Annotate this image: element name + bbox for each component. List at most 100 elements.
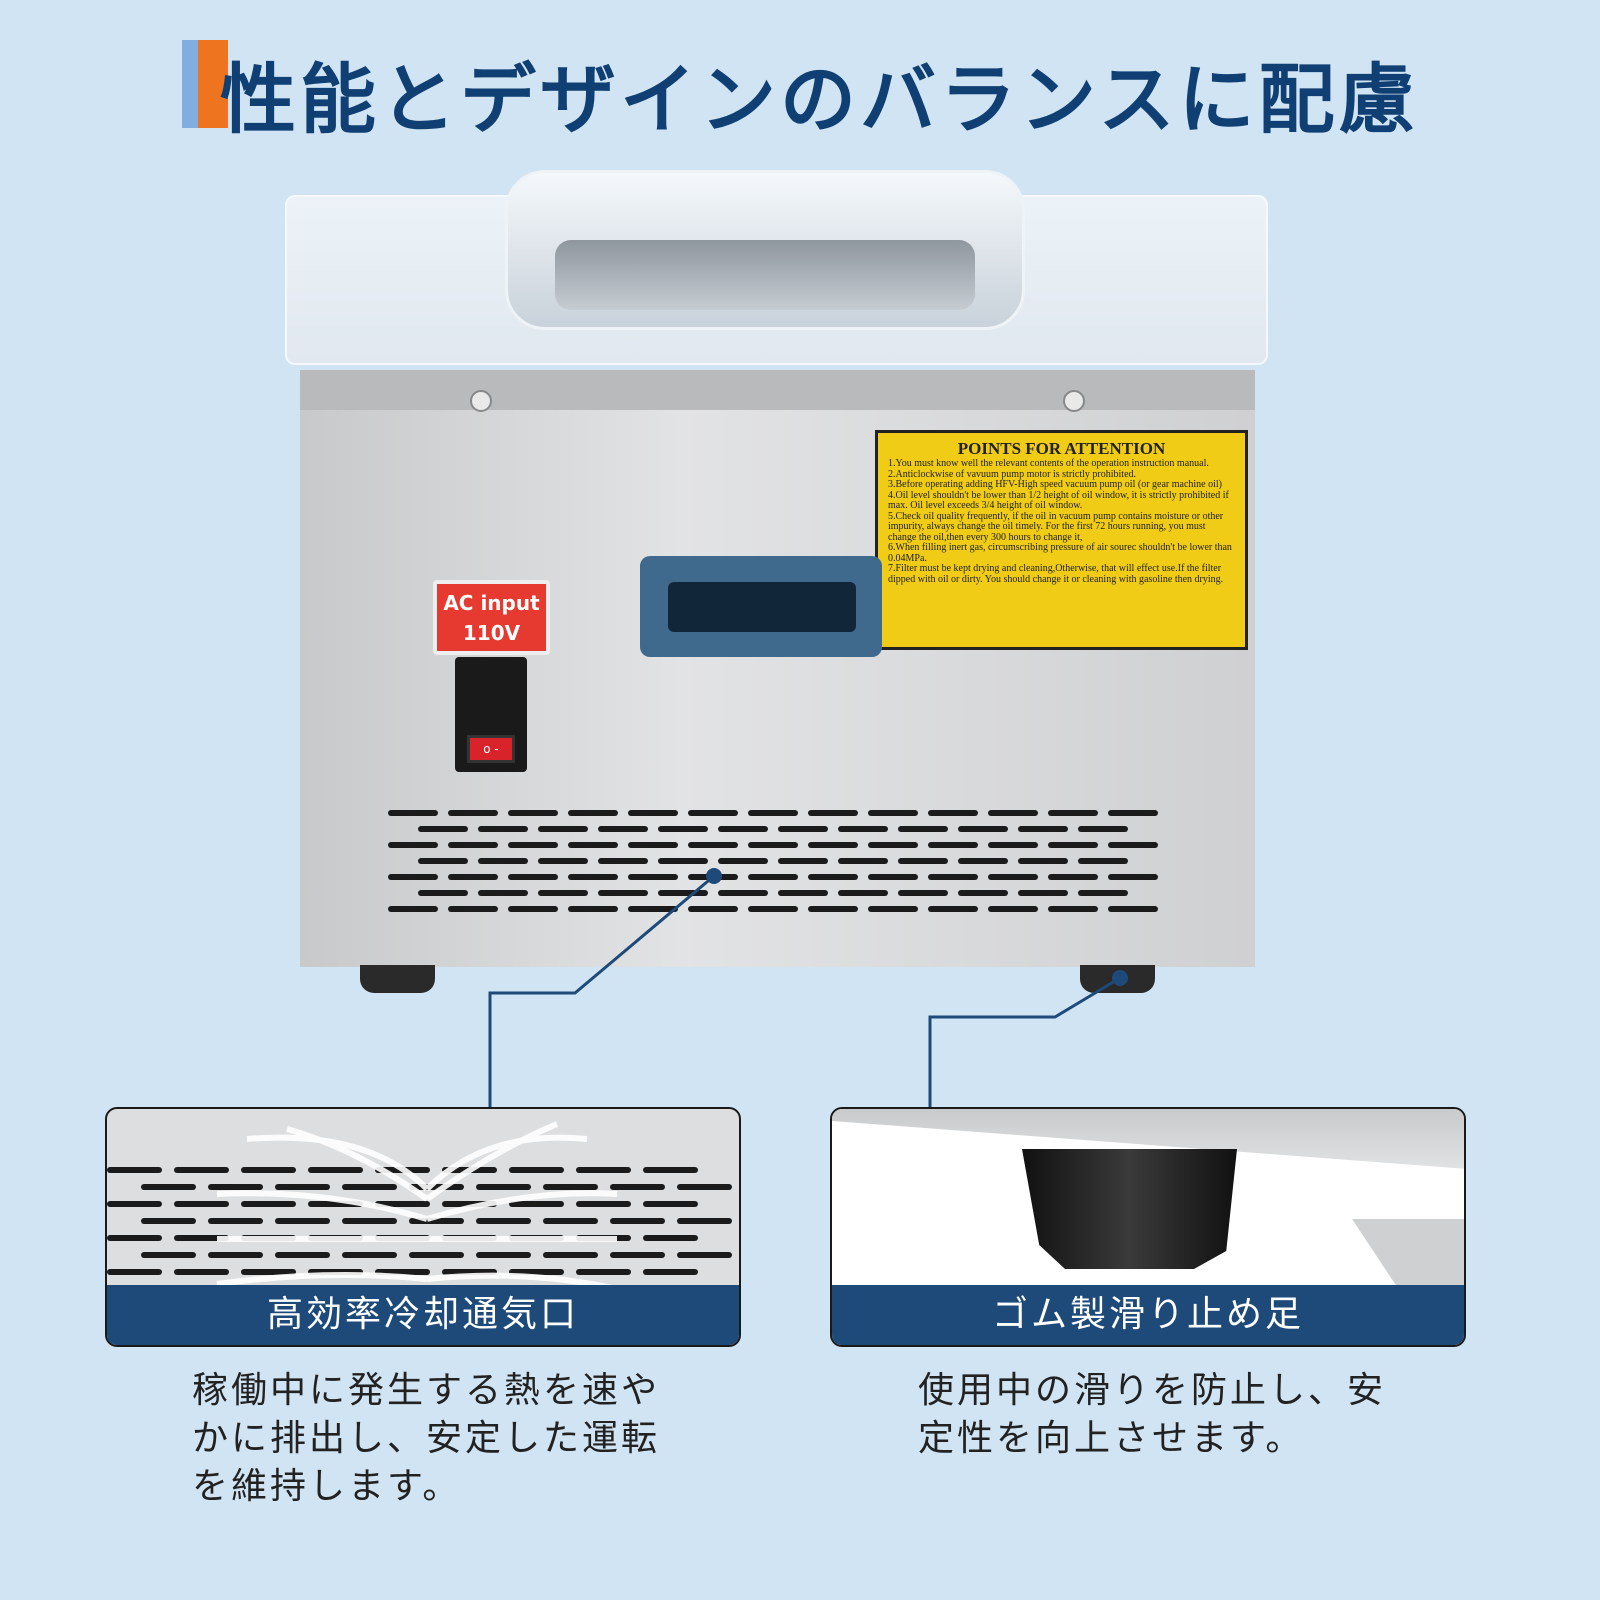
vent-slot	[1108, 906, 1158, 912]
feature-caption: 高効率冷却通気口	[107, 1285, 739, 1345]
vent-slot	[748, 906, 798, 912]
vent-slot	[1048, 906, 1098, 912]
vent-slot	[609, 1184, 665, 1190]
vent-slot	[107, 1269, 162, 1275]
feature-description-vent: 稼働中に発生する熱を速や かに排出し、安定した運転 を維持します。	[192, 1367, 660, 1511]
vent-slot	[748, 874, 798, 880]
vent-slot	[308, 1269, 363, 1275]
title-accent-bar-orange	[198, 40, 228, 128]
vent-slot	[718, 890, 768, 896]
vent-slot	[107, 1167, 162, 1173]
vent-slot	[1048, 842, 1098, 848]
vent-slot	[1018, 890, 1068, 896]
vent-slot	[542, 1184, 598, 1190]
vent-slot	[658, 826, 708, 832]
page-title: 性能とデザインのバランスに配慮	[220, 55, 1419, 144]
vent-slot	[1048, 810, 1098, 816]
vent-slot	[988, 842, 1038, 848]
description-line: 定性を向上させます。	[918, 1418, 1305, 1459]
vent-slot	[207, 1252, 263, 1258]
vent-slot	[509, 1269, 564, 1275]
vent-slot	[1078, 826, 1128, 832]
vent-slot	[928, 842, 978, 848]
vent-slot	[508, 906, 558, 912]
vent-slot	[107, 1201, 162, 1207]
vent-slot	[107, 1235, 162, 1241]
vent-slot	[475, 1184, 531, 1190]
vent-slot	[718, 826, 768, 832]
description-line: を維持します。	[192, 1466, 462, 1507]
screw-icon	[1063, 390, 1085, 412]
vent-slot	[676, 1252, 732, 1258]
vent-slot	[688, 810, 738, 816]
vent-slot	[868, 874, 918, 880]
vent-slot	[748, 842, 798, 848]
vent-slot	[478, 858, 528, 864]
vent-slot	[408, 1252, 464, 1258]
description-line: 稼働中に発生する熱を速や	[192, 1370, 661, 1411]
vent-slot	[341, 1218, 397, 1224]
vent-slot	[1078, 858, 1128, 864]
vent-slot	[174, 1201, 229, 1207]
vent-slot	[418, 826, 468, 832]
vent-slot	[643, 1167, 698, 1173]
vent-slot	[568, 810, 618, 816]
vent-slot	[442, 1269, 497, 1275]
vent-slot	[241, 1269, 296, 1275]
vent-slot	[241, 1167, 296, 1173]
attention-item: 2.Anticlockwise of vavuum pump motor is …	[888, 468, 1137, 480]
attention-item: 1.You must know well the relevant conten…	[888, 458, 1209, 469]
rubber-foot	[360, 965, 435, 993]
vent-slot	[898, 858, 948, 864]
airflow-arrows-icon	[216, 1121, 618, 1292]
vent-slot	[658, 890, 708, 896]
vent-slot	[538, 826, 588, 832]
vent-slot	[388, 874, 438, 880]
vent-slot	[375, 1269, 430, 1275]
vent-slot	[448, 874, 498, 880]
vent-slot	[1018, 858, 1068, 864]
vent-slot	[958, 826, 1008, 832]
vent-slot	[174, 1167, 229, 1173]
vent-slot	[538, 890, 588, 896]
vent-slot	[538, 858, 588, 864]
screw-icon	[470, 390, 492, 412]
vent-slot	[308, 1167, 363, 1173]
vent-slot	[676, 1218, 732, 1224]
attention-item: 5.Check oil quality frequently, if the o…	[888, 510, 1224, 543]
vent-slot	[174, 1269, 229, 1275]
vent-slot	[478, 890, 528, 896]
vent-slot	[778, 826, 828, 832]
vent-slot	[628, 810, 678, 816]
vent-slot	[274, 1252, 330, 1258]
vent-slot	[140, 1218, 196, 1224]
vent-slot	[1078, 890, 1128, 896]
vent-slot	[418, 858, 468, 864]
vent-slot	[628, 906, 678, 912]
vent-slot	[475, 1218, 531, 1224]
vent-slot	[442, 1201, 497, 1207]
vent-slot	[508, 874, 558, 880]
vent-slot	[808, 810, 858, 816]
vent-slot	[643, 1269, 698, 1275]
description-line: 使用中の滑りを防止し、安	[918, 1370, 1387, 1411]
feature-panel-feet: ゴム製滑り止め足	[830, 1107, 1466, 1347]
vent-slot	[508, 810, 558, 816]
vent-slot	[241, 1201, 296, 1207]
vent-slot	[308, 1201, 363, 1207]
vent-slot	[898, 826, 948, 832]
attention-item: 4.Oil level shouldn't be lower than 1/2 …	[888, 489, 1229, 511]
vent-slot	[408, 1218, 464, 1224]
vent-slot	[140, 1252, 196, 1258]
vent-slot	[542, 1218, 598, 1224]
attention-item: 3.Before operating adding HFV-High speed…	[888, 479, 1222, 490]
power-switch[interactable]: o -	[467, 735, 515, 763]
vent-slot	[868, 842, 918, 848]
vent-slot	[408, 1184, 464, 1190]
attention-item: 6.When filling inert gas, circumscribing…	[888, 542, 1232, 564]
vent-slot	[568, 842, 618, 848]
vent-slot	[388, 906, 438, 912]
vent-slot	[576, 1167, 631, 1173]
vent-slot	[808, 906, 858, 912]
vent-slot	[988, 906, 1038, 912]
